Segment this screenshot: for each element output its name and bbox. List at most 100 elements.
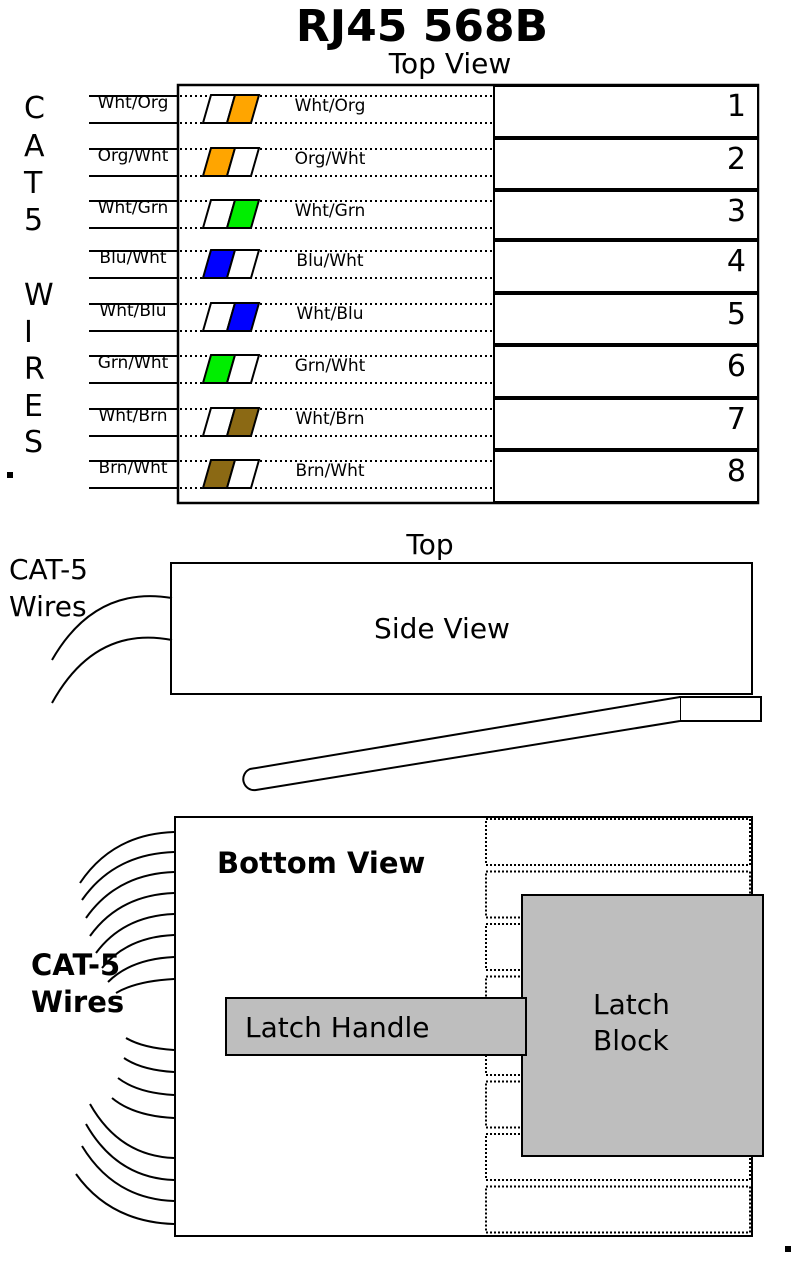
wire-label-outer: Wht/Brn — [98, 406, 167, 426]
wire-row: Wht/Grn Wht/Grn 3 — [89, 190, 759, 240]
wire-label-inner: Wht/Org — [295, 96, 366, 116]
wire-color-swatch-right — [225, 249, 261, 279]
bottom-wire-curves — [75, 831, 175, 1225]
pin-number: 1 — [727, 89, 746, 124]
wire-label-inner: Wht/Grn — [295, 201, 366, 221]
wire-label-outer: Brn/Wht — [98, 458, 167, 478]
bottom-wire-curve — [115, 978, 175, 994]
bottom-wire-curve — [111, 1097, 175, 1119]
side-view: Top CAT-5 Wires Side View — [9, 528, 762, 792]
pin-box — [493, 85, 759, 138]
pin-box — [493, 450, 759, 503]
side-view-body — [170, 562, 753, 695]
latch-lever — [242, 696, 681, 792]
pin-box — [493, 345, 759, 398]
latch-tab — [679, 696, 762, 722]
bottom-view: Bottom View CAT-5 Wires Latch Block Latc… — [31, 816, 791, 1252]
wire-color-swatch-right — [225, 354, 261, 384]
wire-label-inner: Grn/Wht — [295, 356, 366, 376]
side-wire-curve — [51, 636, 173, 704]
bottom-wire-curve — [79, 831, 175, 884]
bottom-wire-curve — [75, 1173, 175, 1225]
side-letter: 5 — [24, 203, 43, 238]
latch-block-label-line1: Latch — [593, 988, 670, 1021]
side-view-top-label: Top — [405, 528, 453, 561]
wire-label-outer: Org/Wht — [98, 146, 169, 166]
latch-handle — [225, 997, 527, 1056]
side-letter: S — [24, 425, 43, 460]
bottom-wires-label-line2: Wires — [31, 985, 124, 1019]
pin-box — [493, 138, 759, 190]
side-letter: W — [24, 278, 54, 313]
wire-color-swatch-right — [225, 147, 261, 177]
side-wires-label-line1: CAT-5 — [9, 553, 88, 586]
wire-label-outer: Grn/Wht — [98, 353, 169, 373]
wire-label-outer: Wht/Blu — [99, 301, 166, 321]
latch-handle-label: Latch Handle — [245, 1011, 430, 1044]
side-letter: T — [23, 166, 43, 201]
contact-slot — [485, 1185, 751, 1234]
wire-label-inner: Wht/Brn — [295, 409, 364, 429]
pin-number: 7 — [727, 402, 746, 437]
bottom-wire-curve — [117, 1077, 175, 1096]
side-wires-label-line2: Wires — [9, 590, 87, 623]
wire-label-outer: Wht/Org — [98, 93, 169, 113]
latch-block — [521, 894, 764, 1157]
bottom-wire-curve — [89, 892, 175, 937]
bottom-wire-curve — [107, 956, 175, 983]
pin-box — [493, 190, 759, 240]
bottom-wire-curve — [85, 871, 175, 919]
bottom-wire-curve — [95, 913, 175, 954]
pin-number: 4 — [727, 244, 746, 279]
bottom-wire-curve — [81, 1145, 175, 1202]
contact-slot — [485, 818, 751, 866]
pin-number: 3 — [727, 194, 746, 229]
wire-label-outer: Blu/Wht — [99, 248, 166, 268]
wire-row: Grn/Wht Grn/Wht 6 — [89, 345, 759, 398]
bottom-wire-curve — [101, 934, 175, 969]
wire-label-inner: Org/Wht — [295, 149, 366, 169]
marker-dot — [785, 1246, 791, 1252]
pin-number: 8 — [727, 454, 746, 489]
pin-number: 6 — [727, 349, 746, 384]
wire-row: Wht/Brn Wht/Brn 7 — [89, 398, 759, 450]
pin-box — [493, 240, 759, 293]
marker-dot — [7, 472, 13, 478]
wire-label-inner: Blu/Wht — [296, 251, 363, 271]
pin-number: 5 — [727, 297, 746, 332]
diagram-title: RJ45 568B — [296, 1, 548, 52]
wire-label-inner: Brn/Wht — [295, 461, 364, 481]
side-letter: I — [24, 315, 33, 350]
side-letter: E — [24, 389, 43, 424]
bottom-wire-curve — [81, 851, 175, 901]
side-letter: C — [24, 91, 45, 126]
side-view-label: Side View — [374, 612, 510, 645]
wire-row: Brn/Wht Brn/Wht 8 — [89, 450, 759, 503]
bottom-wires-label-line1: CAT-5 — [31, 948, 120, 982]
bottom-view-label: Bottom View — [217, 846, 425, 880]
wire-row: Blu/Wht Blu/Wht 4 — [89, 240, 759, 293]
wire-row: Wht/Org Wht/Org 1 — [89, 85, 759, 138]
bottom-wire-curve — [85, 1123, 175, 1181]
top-view-heading: Top View — [388, 47, 512, 80]
side-wire-curve — [51, 595, 173, 661]
pin-box — [493, 293, 759, 345]
pin-box — [493, 398, 759, 450]
wire-color-swatch-right — [225, 94, 261, 124]
wire-label-outer: Wht/Grn — [98, 198, 169, 218]
latch-block-label-line2: Block — [593, 1024, 670, 1057]
wire-color-swatch-right — [225, 302, 261, 332]
wire-color-swatch-right — [225, 199, 261, 229]
bottom-wire-curve — [125, 1037, 175, 1051]
wire-label-inner: Wht/Blu — [296, 304, 363, 324]
bottom-wire-curve — [89, 1103, 175, 1159]
bottom-wire-curve — [123, 1057, 175, 1073]
side-letter: R — [24, 352, 45, 387]
wire-color-swatch-right — [225, 407, 261, 437]
wire-row: Wht/Blu Wht/Blu 5 — [89, 293, 759, 345]
